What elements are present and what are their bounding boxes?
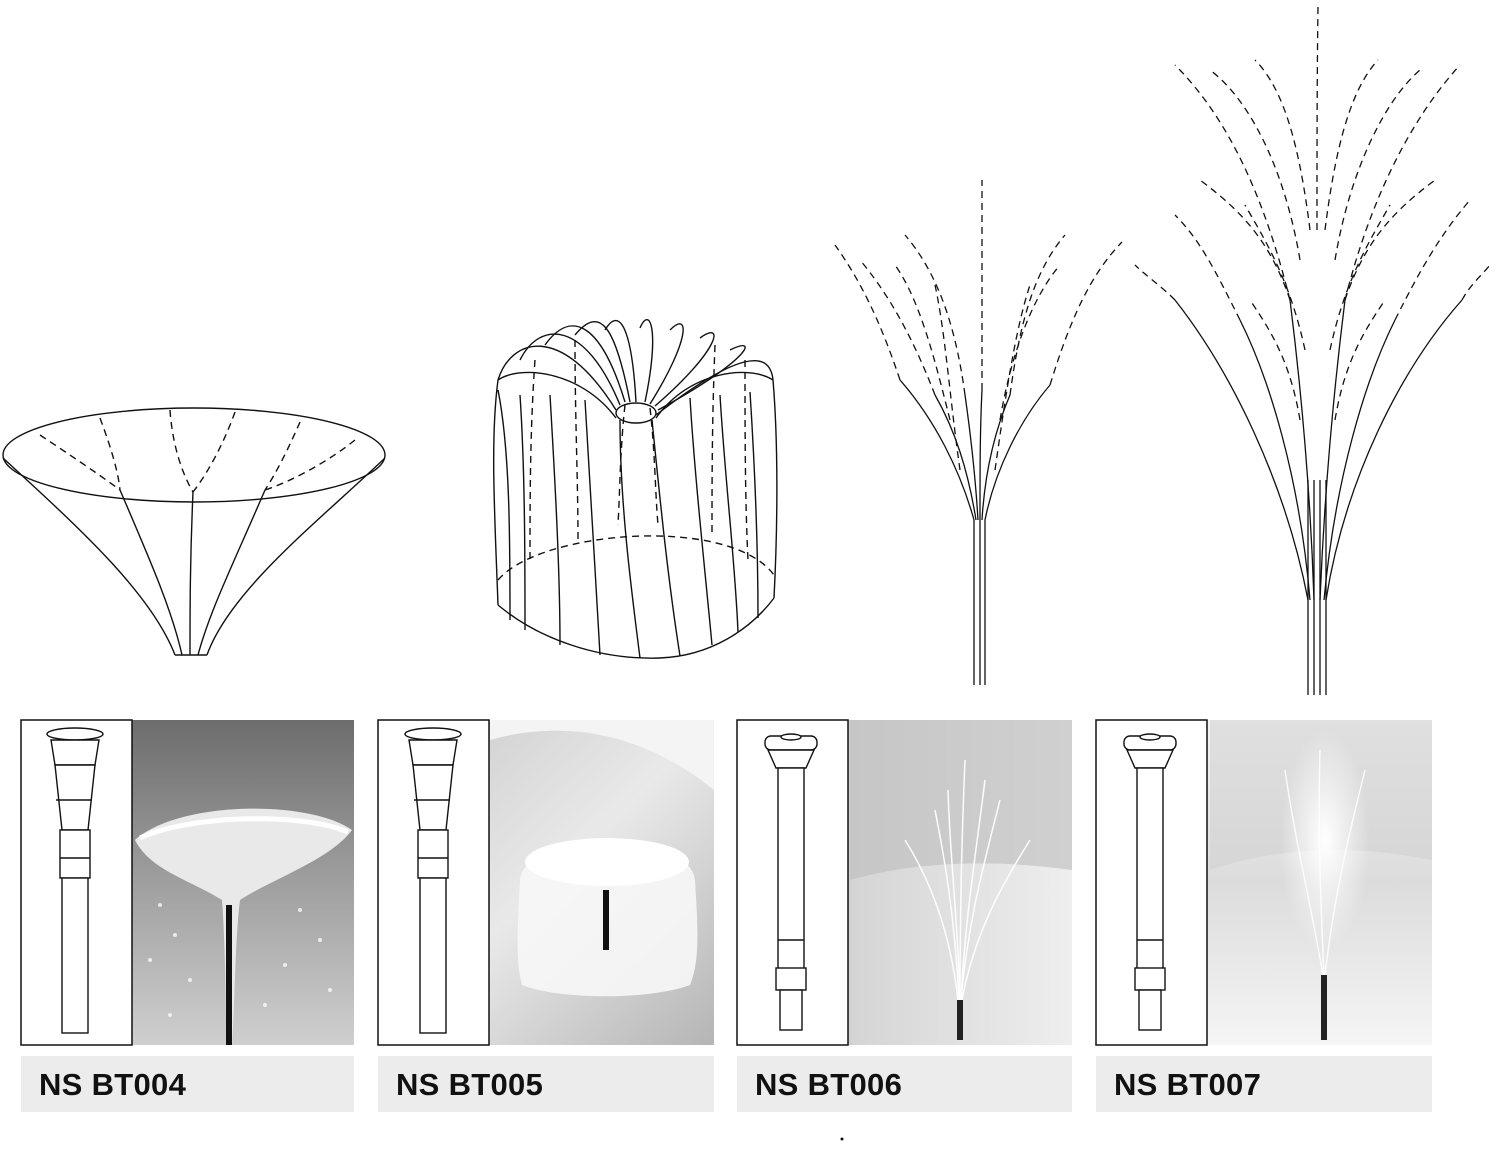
- bell-photo: [490, 720, 714, 997]
- bell-pattern-drawing: [492, 319, 778, 659]
- spray-nozzle-icon: [764, 733, 818, 1031]
- tiered-spray-pattern-drawing: [1134, 4, 1491, 695]
- model-label-bt004: NS BT004: [21, 1056, 354, 1112]
- tiered-spray-nozzle-icon: [1123, 733, 1177, 1031]
- bell-nozzle-icon: [404, 727, 462, 1034]
- product-tile-bt005: [377, 719, 714, 1046]
- model-label-bt007: NS BT007: [1096, 1056, 1432, 1112]
- spray-pattern-drawing: [834, 180, 1123, 685]
- product-tile-bt004: [20, 719, 354, 1046]
- product-tile-bt007: [1095, 719, 1432, 1046]
- spray-photo: [850, 720, 1072, 1040]
- stray-dot: [840, 1137, 844, 1141]
- tulip-nozzle-icon: [46, 727, 104, 1034]
- tiered-spray-photo: [1210, 720, 1432, 1040]
- tulip-pattern-drawing: [2, 407, 386, 656]
- tulip-photo: [135, 808, 352, 1045]
- product-tile-bt006: [736, 719, 1072, 1046]
- model-label-bt005: NS BT005: [378, 1056, 714, 1112]
- model-label-bt006: NS BT006: [737, 1056, 1072, 1112]
